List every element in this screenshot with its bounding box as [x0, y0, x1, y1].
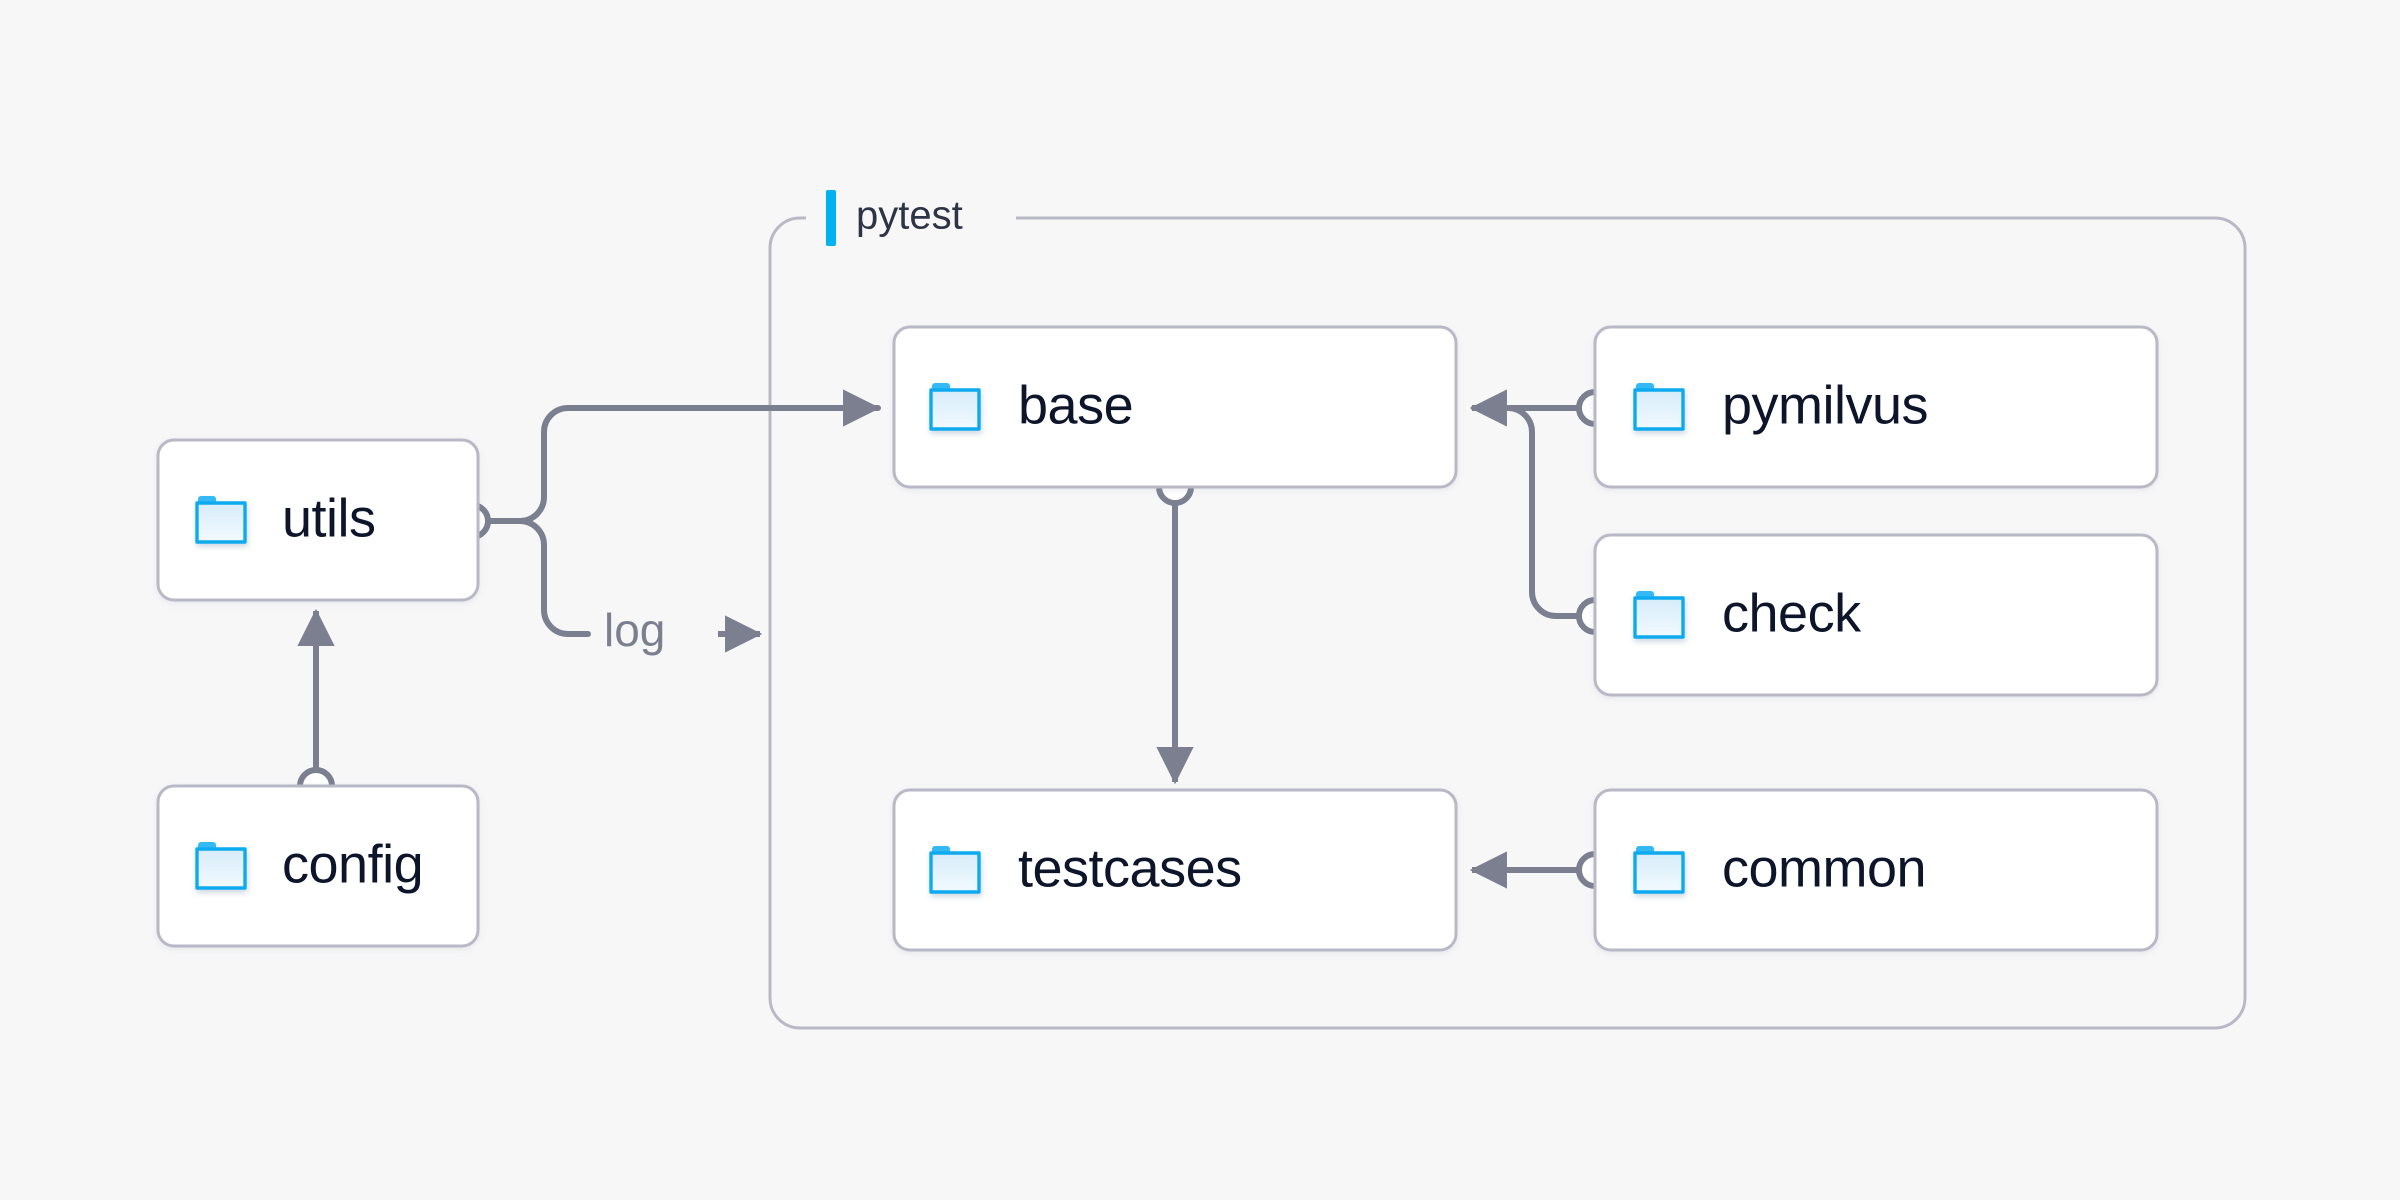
folder-icon	[929, 383, 981, 431]
node-label: utils	[282, 488, 376, 548]
group-label-backdrop	[806, 206, 1016, 232]
node-pymilvus[interactable]: pymilvus	[1593, 325, 2159, 489]
node-box	[156, 438, 480, 602]
node-check[interactable]: check	[1593, 533, 2159, 697]
edge-line	[1471, 405, 1582, 619]
node-label: base	[1018, 375, 1133, 435]
node-testcases[interactable]: testcases	[892, 788, 1458, 952]
folder-icon	[1633, 846, 1685, 894]
group-accent-bar	[826, 190, 836, 246]
group-border	[768, 216, 2247, 1030]
node-box	[892, 325, 1458, 489]
edge-common-to-testcases[interactable]	[1469, 851, 1614, 889]
node-common[interactable]: common	[1593, 788, 2159, 952]
node-utils[interactable]: utils	[156, 438, 480, 602]
edge-check-to-base[interactable]	[1471, 405, 1614, 635]
node-label: pymilvus	[1722, 375, 1928, 435]
edge-config-to-utils[interactable]	[297, 608, 335, 805]
folder-icon	[929, 846, 981, 894]
folder-icon	[195, 496, 247, 544]
edge-utils-to-base[interactable]	[485, 389, 881, 524]
node-label: testcases	[1018, 838, 1242, 898]
node-config[interactable]: config	[156, 784, 480, 948]
edge-base-to-testcases[interactable]	[1156, 468, 1194, 785]
node-base[interactable]: base	[892, 325, 1458, 489]
edge-utils-to-pytest-log[interactable]: log	[485, 518, 763, 656]
node-box	[1593, 788, 2159, 952]
group-pytest[interactable]: pytest	[768, 190, 2247, 1030]
group-label-pytest: pytest	[856, 194, 963, 238]
node-box	[1593, 325, 2159, 489]
edge-label-log: log	[604, 604, 665, 656]
edge-line	[485, 518, 591, 637]
node-box	[1593, 533, 2159, 697]
node-label: common	[1722, 838, 1926, 898]
folder-icon	[1633, 591, 1685, 639]
folder-icon	[1633, 383, 1685, 431]
node-box	[156, 784, 480, 948]
node-box	[892, 788, 1458, 952]
edge-line	[485, 389, 881, 524]
node-label: check	[1722, 583, 1862, 643]
folder-icon	[195, 842, 247, 890]
node-label: config	[282, 834, 423, 894]
